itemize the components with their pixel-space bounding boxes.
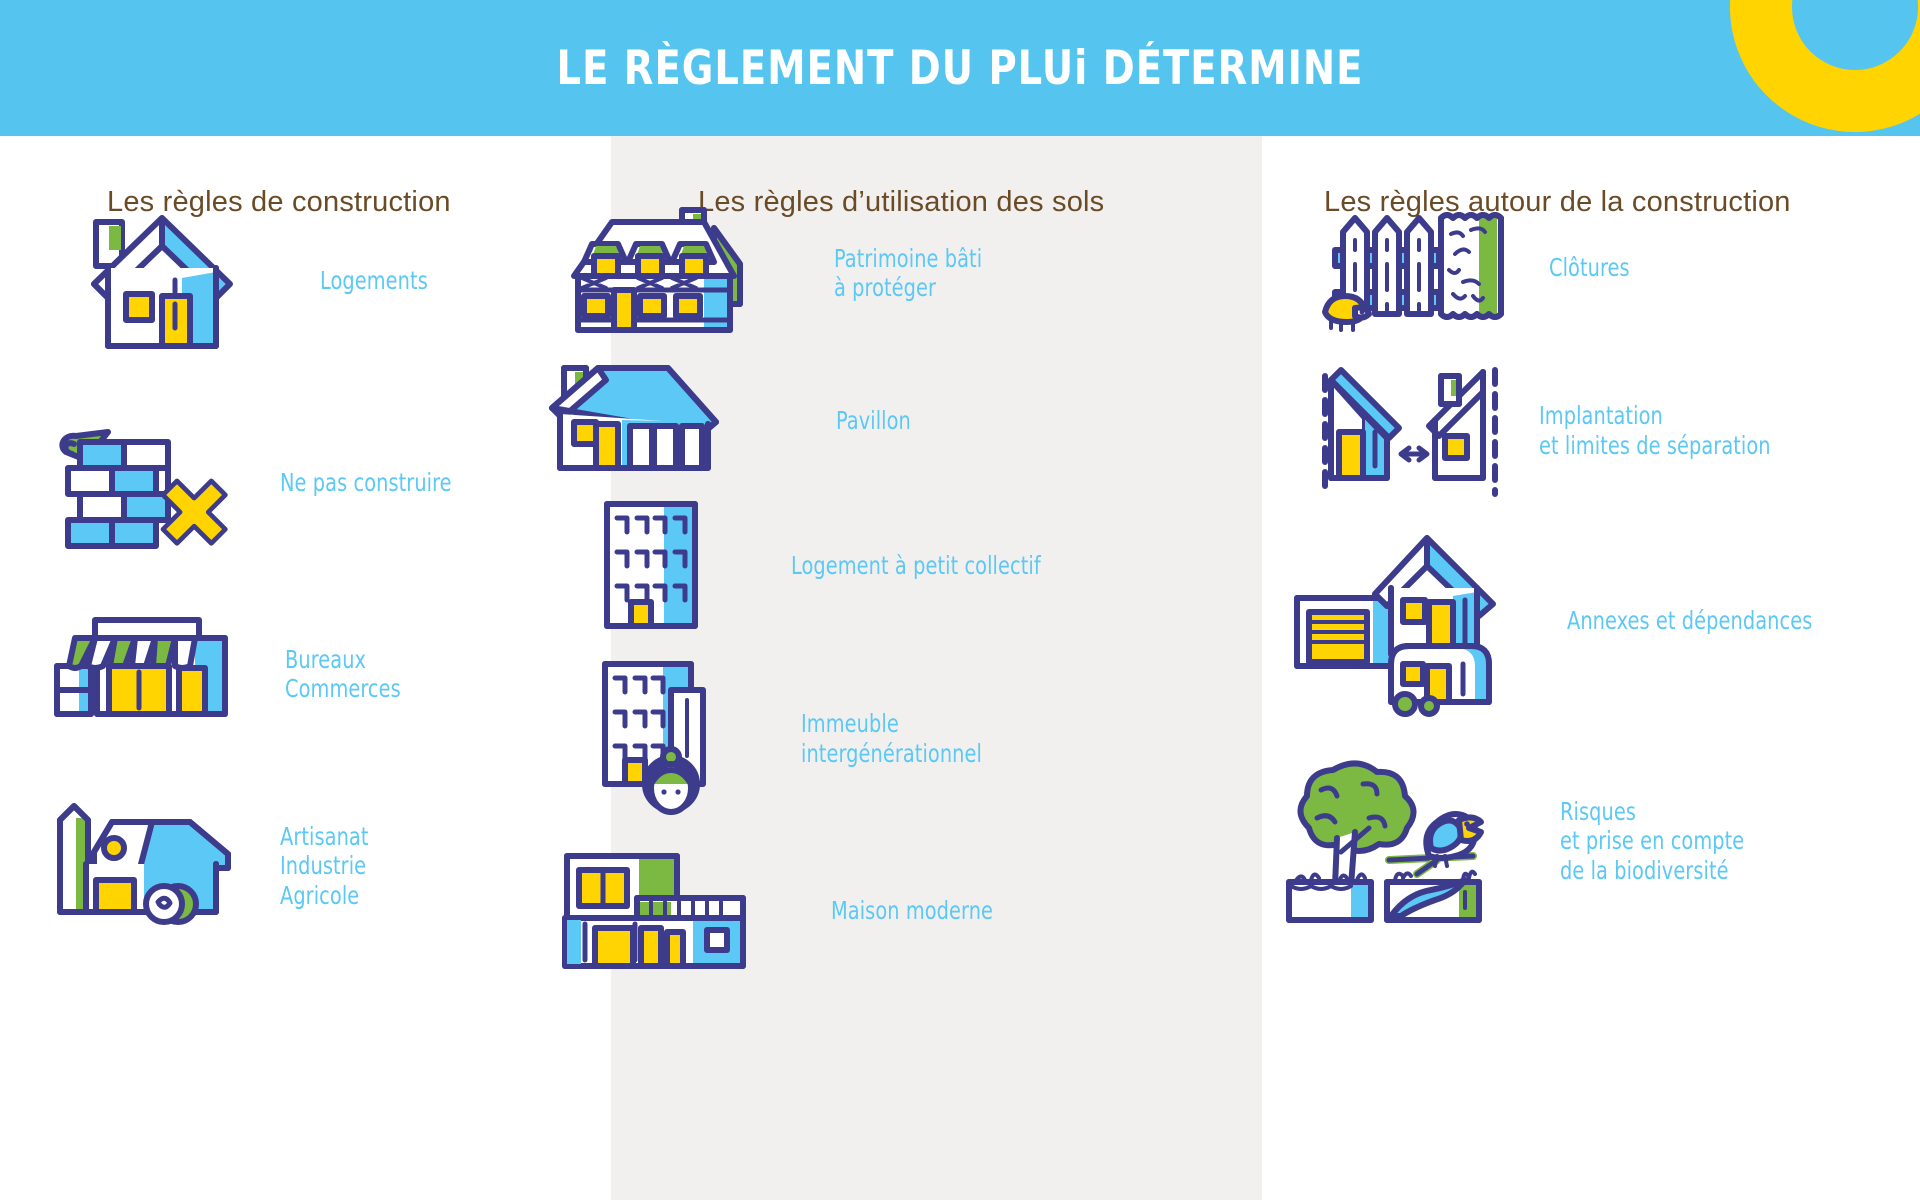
fence-hedge-icon <box>1317 198 1527 338</box>
list-item[interactable]: Maison moderne <box>551 846 1019 976</box>
column-heading-construction: Les règles de construction <box>107 186 451 218</box>
list-item-label: Logement à petit collectif <box>791 551 1041 581</box>
list-item[interactable]: Clôtures <box>1317 198 1643 338</box>
column-construction: Les règles de construction Logements <box>0 136 611 1200</box>
list-item[interactable]: Bureaux Commerces <box>45 604 420 744</box>
list-item[interactable]: Implantation et limites de séparation <box>1317 358 1808 503</box>
list-item[interactable]: Logements <box>70 206 445 356</box>
two-houses-spacing-icon <box>1317 358 1507 503</box>
column-heading-land-use: Les règles d’utilisation des sols <box>698 186 1105 218</box>
list-item-label: Clôtures <box>1549 253 1630 283</box>
modern-house-icon <box>551 846 781 976</box>
list-item[interactable]: Pavillon <box>536 356 923 486</box>
small-apartment-icon <box>591 496 711 636</box>
list-item[interactable]: Risques et prise en compte de la biodive… <box>1277 756 1774 926</box>
list-item-label: Artisanat Industrie Agricole <box>280 822 369 910</box>
house-icon <box>70 206 250 356</box>
tree-bird-river-icon <box>1277 756 1542 926</box>
column-around-construction: Les règles autour de la construction <box>1262 136 1920 1200</box>
list-item[interactable]: Artisanat Industrie Agricole <box>40 796 383 936</box>
list-item[interactable]: Annexes et dépendances <box>1287 526 1852 717</box>
brick-wall-no-build-icon <box>50 408 250 558</box>
intergenerational-building-icon <box>591 656 721 821</box>
list-item-label: Maison moderne <box>831 896 994 926</box>
list-item[interactable]: Ne pas construire <box>50 408 480 558</box>
list-item-label: Pavillon <box>836 406 911 436</box>
barn-farm-icon <box>40 796 255 936</box>
list-item[interactable]: Logement à petit collectif <box>591 496 1081 636</box>
pavilion-house-icon <box>536 356 786 486</box>
column-land-use: Les règles d’utilisation des sols <box>549 136 1262 1200</box>
page-header: LE RÈGLEMENT DU PLUi DÉTERMINE <box>0 0 1920 136</box>
list-item-label: Risques et prise en compte de la biodive… <box>1560 797 1745 885</box>
column-heading-around-construction: Les règles autour de la construction <box>1324 186 1791 218</box>
list-item-label: Ne pas construire <box>280 468 452 498</box>
garage-caravan-icon <box>1287 526 1547 717</box>
list-item-label: Logements <box>320 266 428 296</box>
list-item-label: Patrimoine bâti à protéger <box>834 243 983 302</box>
list-item[interactable]: Patrimoine bâti à protéger <box>556 198 1006 348</box>
heritage-house-icon <box>556 198 786 348</box>
list-item-label: Immeuble intergénérationnel <box>801 709 982 768</box>
list-item[interactable]: Immeuble intergénérationnel <box>591 656 1011 821</box>
list-item-label: Implantation et limites de séparation <box>1539 401 1771 460</box>
shop-icon <box>45 604 255 744</box>
list-item-label: Bureaux Commerces <box>285 644 401 703</box>
page-title: LE RÈGLEMENT DU PLUi DÉTERMINE <box>556 40 1364 96</box>
list-item-label: Annexes et dépendances <box>1567 606 1813 636</box>
decorative-ring-icon <box>1730 0 1920 132</box>
